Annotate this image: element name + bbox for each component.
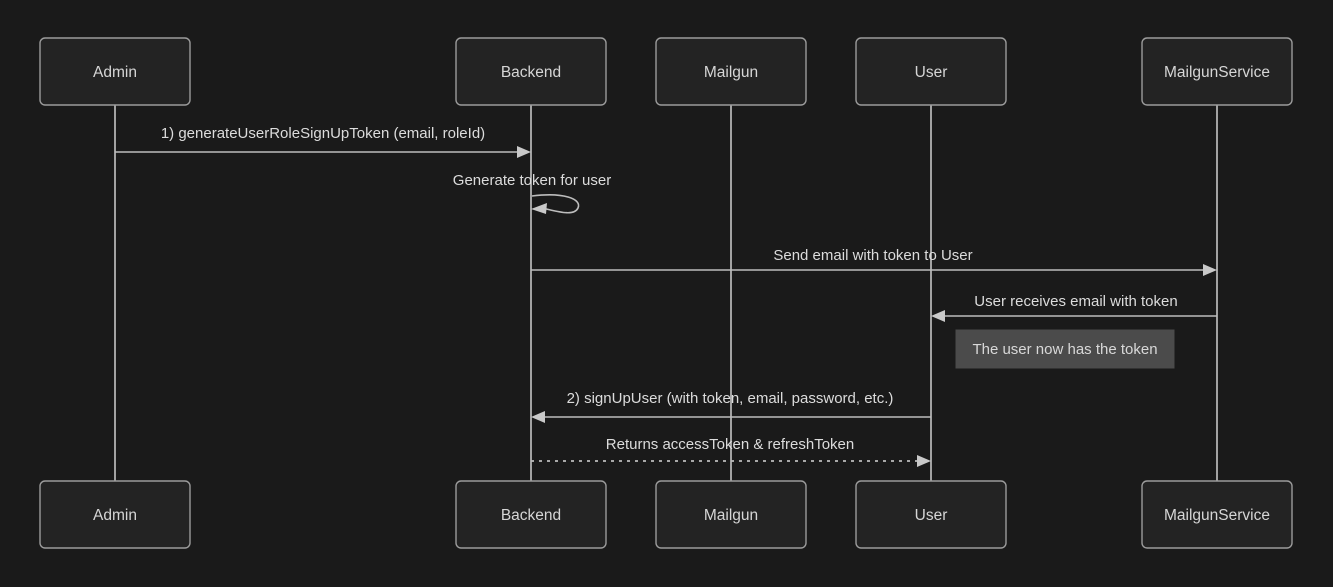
message-arrowhead-2 (531, 203, 547, 214)
participant-rect-user[interactable] (855, 37, 1007, 106)
participant-label-bottom-mailgun: Mailgun (704, 507, 758, 524)
participant-label-bottom-backend: Backend (501, 507, 561, 524)
participant-label-bottom-admin: Admin (93, 507, 137, 524)
note-label-1: The user now has the token (972, 341, 1157, 358)
participant-box-bottom-mailgun[interactable]: Mailgun (655, 480, 807, 549)
participant-label-mailgunservice: MailgunService (1164, 64, 1270, 81)
message-signup-user: 2) signUpUser (with token, email, passwo… (531, 390, 931, 423)
message-arrowhead-4 (931, 310, 945, 322)
participant-rect-bottom-admin[interactable] (39, 480, 191, 549)
participant-box-backend[interactable]: Backend (455, 37, 607, 106)
participants-top: Admin Backend Mailgun User MailgunServic… (39, 37, 1293, 106)
message-label-6: Returns accessToken & refreshToken (606, 436, 854, 453)
participant-rect-mailgun[interactable] (655, 37, 807, 106)
participant-box-bottom-mailgunservice[interactable]: MailgunService (1141, 480, 1293, 549)
participant-rect-bottom-mailgun[interactable] (655, 480, 807, 549)
participant-rect-bottom-user[interactable] (855, 480, 1007, 549)
participant-label-backend: Backend (501, 64, 561, 81)
message-label-3: Send email with token to User (773, 247, 972, 264)
message-arrowhead-3 (1203, 264, 1217, 276)
participant-box-mailgun[interactable]: Mailgun (655, 37, 807, 106)
participant-rect-admin[interactable] (39, 37, 191, 106)
participant-box-bottom-backend[interactable]: Backend (455, 480, 607, 549)
participant-rect-bottom-backend[interactable] (455, 480, 607, 549)
message-arrowhead-6 (917, 455, 931, 467)
message-generate-token-for-user: Generate token for user (453, 172, 611, 214)
participant-label-bottom-user: User (915, 507, 948, 524)
participants-bottom: Admin Backend Mailgun User MailgunServic… (39, 480, 1293, 549)
message-label-2: Generate token for user (453, 172, 611, 189)
participant-label-user: User (915, 64, 948, 81)
participant-box-user[interactable]: User (855, 37, 1007, 106)
message-label-4: User receives email with token (974, 293, 1177, 310)
participant-box-bottom-user[interactable]: User (855, 480, 1007, 549)
message-generate-user-role-signup-token: 1) generateUserRoleSignUpToken (email, r… (115, 125, 531, 158)
participant-rect-backend[interactable] (455, 37, 607, 106)
participant-box-mailgunservice[interactable]: MailgunService (1141, 37, 1293, 106)
lifelines-group (114, 105, 1218, 481)
message-label-1: 1) generateUserRoleSignUpToken (email, r… (161, 125, 485, 142)
participant-label-mailgun: Mailgun (704, 64, 758, 81)
message-send-email-with-token-to-user: Send email with token to User (531, 247, 1217, 276)
message-returns-access-token-refresh-token: Returns accessToken & refreshToken (531, 436, 931, 467)
participant-rect-bottom-mailgunservice[interactable] (1141, 480, 1293, 549)
participant-box-bottom-admin[interactable]: Admin (39, 480, 191, 549)
message-user-receives-email-with-token: User receives email with token (931, 293, 1217, 322)
message-selfloop-path-2 (531, 194, 580, 214)
message-arrowhead-1 (517, 146, 531, 158)
message-arrowhead-5 (531, 411, 545, 423)
message-label-5: 2) signUpUser (with token, email, passwo… (567, 390, 894, 407)
participant-label-admin: Admin (93, 64, 137, 81)
participant-box-admin[interactable]: Admin (39, 37, 191, 106)
note-the-user-now-has-the-token: The user now has the token (955, 329, 1175, 369)
note-rect-1 (955, 329, 1175, 369)
participant-label-bottom-mailgunservice: MailgunService (1164, 507, 1270, 524)
participant-rect-mailgunservice[interactable] (1141, 37, 1293, 106)
